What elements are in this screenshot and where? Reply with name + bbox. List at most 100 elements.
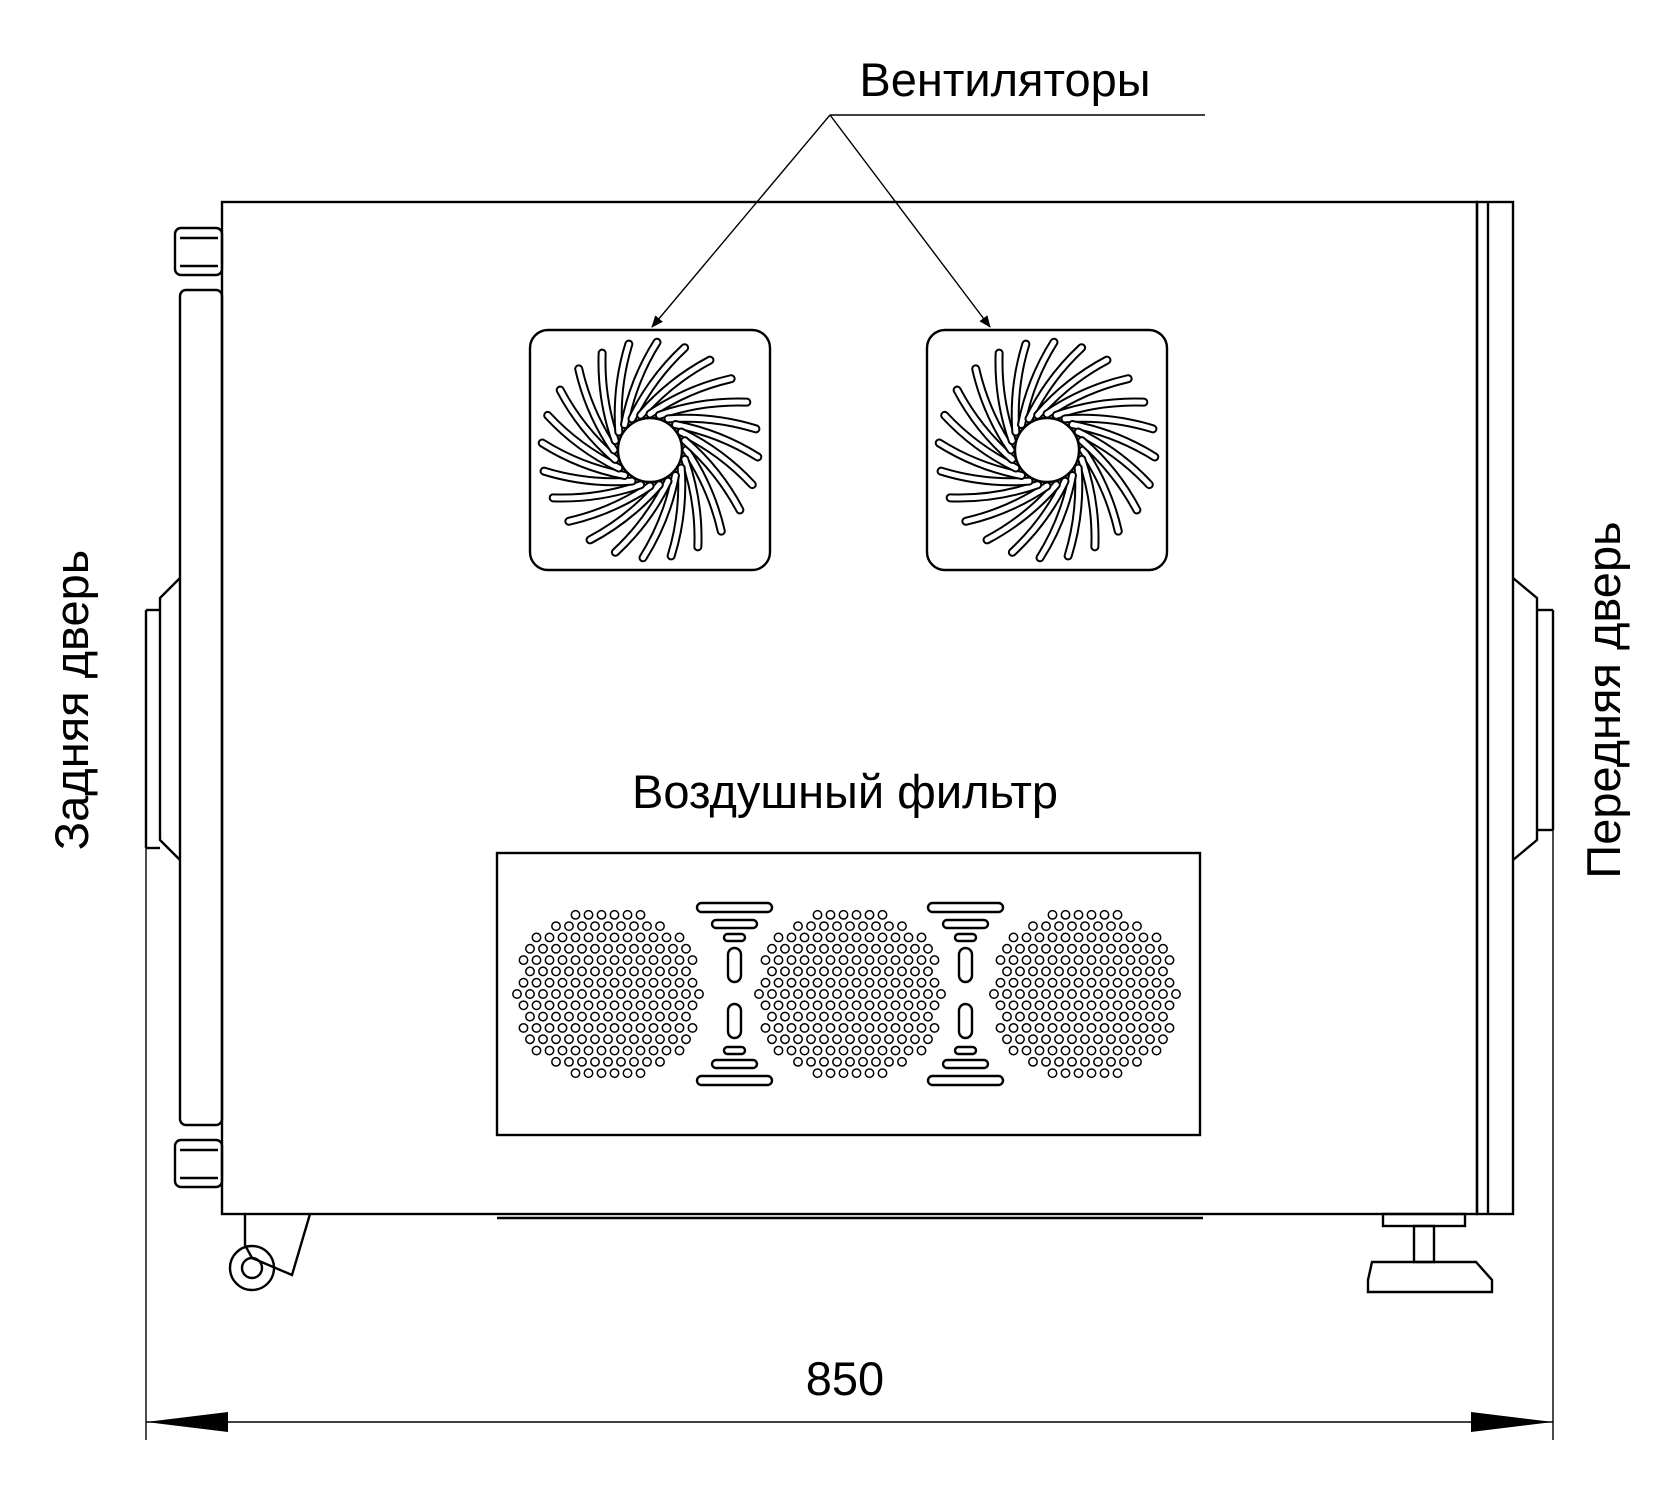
filter-hole — [1132, 1034, 1142, 1045]
filter-hole — [616, 989, 626, 999]
filter-hole — [1125, 977, 1136, 988]
filter-hole — [1028, 1034, 1038, 1045]
filter-hole — [557, 1022, 568, 1033]
filter-hole — [1028, 966, 1038, 977]
filter-separator-2 — [926, 901, 1005, 1087]
filter-hole — [877, 1045, 888, 1056]
filter-hole — [518, 977, 529, 988]
filter-hole — [570, 909, 581, 920]
fan-vane — [612, 478, 671, 555]
filter-hole — [871, 966, 881, 977]
filter-hole — [557, 977, 568, 988]
filter-hole — [629, 943, 639, 954]
width-dimension-value: 850 — [806, 1352, 884, 1405]
fan-vane — [599, 350, 618, 444]
filter-hole — [845, 1034, 855, 1045]
filter-hole — [1145, 1034, 1155, 1045]
filter-hole — [687, 977, 698, 988]
filter-hole — [871, 1034, 881, 1045]
filter-hole — [622, 955, 633, 966]
filter-hole — [1112, 1022, 1123, 1033]
filter-hole — [825, 909, 836, 920]
filter-hole — [564, 966, 574, 977]
filter-hole — [616, 1011, 626, 1022]
filter-hole — [577, 966, 587, 977]
filter-hole — [773, 977, 784, 988]
filter-hole — [616, 966, 626, 977]
filter-hole — [1151, 955, 1162, 966]
filter-hole — [622, 1068, 633, 1079]
filter-hole — [531, 1022, 542, 1033]
filter-hole — [622, 1022, 633, 1033]
filter-hole — [864, 909, 875, 920]
fan-vane — [622, 339, 660, 428]
fan-2 — [925, 328, 1169, 572]
filter-hole — [583, 1068, 594, 1079]
fan-vane — [557, 387, 618, 462]
filter-hole — [819, 1011, 829, 1022]
filter-hole — [544, 1045, 555, 1056]
fan-vane — [1035, 357, 1110, 418]
filter-hole — [1060, 977, 1071, 988]
filter-hole — [767, 989, 777, 999]
filter-hole — [551, 989, 561, 999]
filter-hole — [1145, 966, 1155, 977]
filter-hole — [1008, 932, 1019, 943]
filter-hole — [897, 989, 907, 999]
filter-hole — [1021, 1022, 1032, 1033]
filter-hole — [858, 1011, 868, 1022]
fan-1 — [528, 328, 772, 572]
filter-hole — [583, 932, 594, 943]
filter-hole — [806, 966, 816, 977]
fan-vane — [1065, 465, 1082, 559]
filter-hole — [648, 955, 659, 966]
filter-hole — [845, 1011, 855, 1022]
filter-hole — [903, 932, 914, 943]
filter-hole — [1067, 1011, 1077, 1022]
filter-hole — [590, 1056, 600, 1067]
filter-hole — [838, 909, 849, 920]
filter-hole — [995, 955, 1006, 966]
filter-hole — [629, 921, 639, 932]
filter-hole — [570, 1068, 581, 1079]
filter-hole — [538, 1011, 548, 1022]
filter-hole — [760, 1000, 771, 1011]
filter-hole — [551, 1034, 561, 1045]
filter-hole — [877, 932, 888, 943]
filter-hole — [1151, 977, 1162, 988]
filter-hole — [1041, 966, 1051, 977]
filter-hole — [622, 1000, 633, 1011]
filter-hole — [832, 989, 842, 999]
filter-hole — [635, 1045, 646, 1056]
filter-hole — [1041, 1011, 1051, 1022]
filter-hole — [1008, 977, 1019, 988]
filter-hole — [1047, 909, 1058, 920]
filter-hole — [687, 1022, 698, 1033]
filter-hole — [642, 966, 652, 977]
filter-hole — [1093, 943, 1103, 954]
filter-hole — [596, 1022, 607, 1033]
filter-hole — [596, 977, 607, 988]
filter-hole — [603, 943, 613, 954]
filter-hole — [642, 1056, 652, 1067]
filter-hole — [1034, 932, 1045, 943]
filter-hole — [603, 921, 613, 932]
filter-hole — [1099, 1045, 1110, 1056]
filter-hole — [1008, 1022, 1019, 1033]
filter-hole — [1002, 943, 1012, 954]
filter-hole — [903, 1022, 914, 1033]
filter-hole — [531, 1000, 542, 1011]
filter-hole — [1132, 921, 1142, 932]
fan-vane — [541, 468, 635, 485]
filter-hole — [877, 909, 888, 920]
filter-hole — [1015, 943, 1025, 954]
filter-hole — [551, 921, 561, 932]
filter-hole — [668, 1011, 678, 1022]
filter-hole — [1086, 1045, 1097, 1056]
fan-vane — [954, 387, 1015, 462]
filter-hole — [1073, 1068, 1084, 1079]
filter-hole — [1002, 989, 1012, 999]
filter-hole — [916, 932, 927, 943]
fan-vane — [1012, 341, 1029, 435]
air-filter-label: Воздушный фильтр — [632, 765, 1058, 818]
